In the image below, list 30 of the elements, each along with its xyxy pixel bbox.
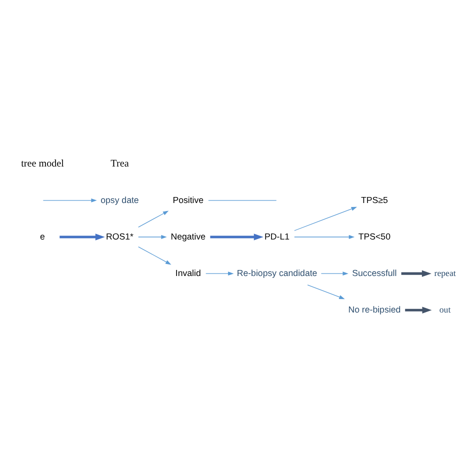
arrow [206, 272, 234, 276]
arrow [138, 246, 172, 265]
node-text: TPS<50 [358, 231, 390, 242]
arrow [138, 235, 167, 239]
node-text: repeat [434, 268, 456, 278]
node-text: e [40, 231, 45, 242]
node-text: Successfull [352, 268, 397, 278]
node-text: Re-biopsy candidate [236, 268, 318, 278]
arrow [401, 270, 432, 277]
arrow [307, 284, 345, 300]
arrow [42, 198, 97, 202]
node-text: Positive [172, 194, 204, 205]
arrow [294, 206, 357, 231]
node-text: opsy date [100, 194, 139, 205]
node-text: Negative [170, 231, 206, 242]
node-text: No re-bipsied [348, 304, 401, 314]
node-text: out [439, 304, 451, 314]
node-text: ROS1* [106, 231, 134, 242]
arrow [405, 306, 432, 314]
arrow [60, 234, 105, 240]
arrow [138, 210, 169, 228]
arrow [294, 235, 355, 239]
label: Trea [110, 158, 129, 170]
connector [208, 200, 277, 201]
node-text: PD-L1 [264, 231, 290, 242]
node-text: Invalid [175, 268, 201, 278]
arrow [320, 272, 348, 276]
label: tree model [21, 158, 64, 170]
node-text: TPS≥5 [360, 194, 388, 205]
arrow [210, 234, 264, 240]
